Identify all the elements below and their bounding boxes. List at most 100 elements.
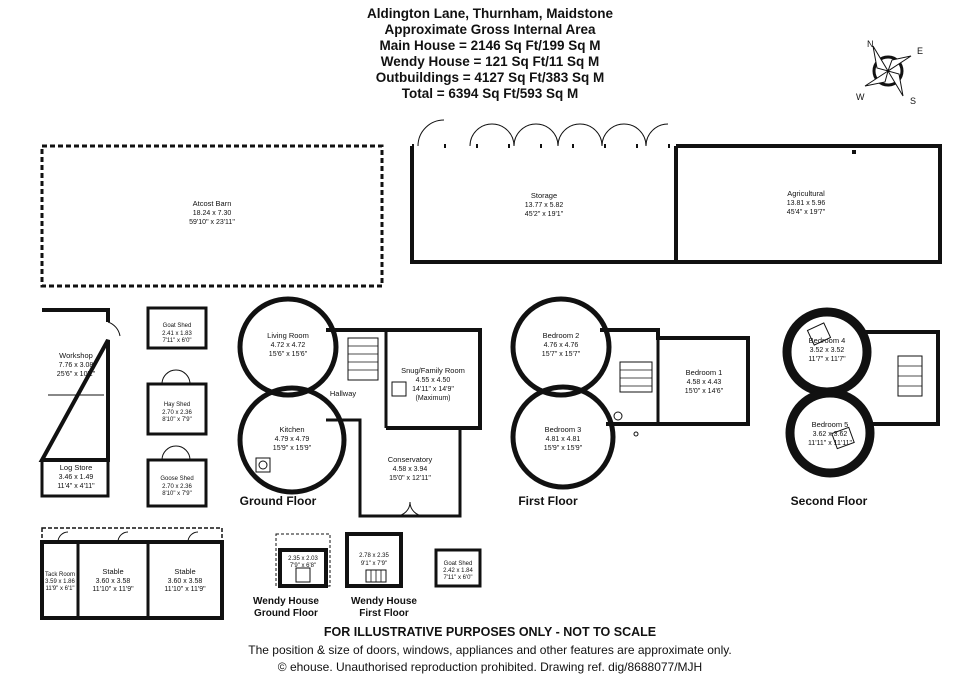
area-title: Approximate Gross Internal Area <box>384 22 596 37</box>
stable-1-name: Stable <box>102 567 123 576</box>
hay-shed: Hay Shed 2.70 x 2.36 8'10" x 7'9" <box>146 369 208 436</box>
goose-shed-name: Goose Shed <box>160 476 193 482</box>
wendy-ground-label-1: Wendy House <box>253 596 319 607</box>
stable-1-metric: 3.60 x 3.58 <box>96 578 131 585</box>
bedroom-1-metric: 4.58 x 4.43 <box>687 379 722 386</box>
wendy-house-area: Wendy House = 121 Sq Ft/11 Sq M <box>380 54 600 69</box>
bedroom-5-metric: 3.62 x 3.62 <box>813 431 848 438</box>
agricultural: Agricultural 13.81 x 5.96 45'4" x 19'7" <box>676 144 942 264</box>
kitchen-imperial: 15'9" x 15'9" <box>273 445 312 452</box>
tack-room-name: Tack Room <box>45 572 75 578</box>
log-store-imperial: 11'4" x 4'11" <box>57 483 95 490</box>
bedroom-4-name: Bedroom 4 <box>809 336 846 345</box>
total-area: Total = 6394 Sq Ft/593 Sq M <box>401 86 579 101</box>
bedroom-1-name: Bedroom 1 <box>686 368 723 377</box>
wendy-ground-label-2: Ground Floor <box>254 608 318 619</box>
ground-floor: Living Room 4.72 x 4.72 15'6" x 15'6" Ki… <box>237 296 482 518</box>
bedroom-3-imperial: 15'9" x 15'9" <box>544 445 583 452</box>
bedroom-4-imperial: 11'7" x 11'7" <box>808 356 846 363</box>
compass-e: E <box>917 46 923 56</box>
hay-shed-name: Hay Shed <box>164 402 190 408</box>
kitchen-metric: 4.79 x 4.79 <box>275 436 310 443</box>
log-store-name: Log Store <box>60 463 93 472</box>
storage: Storage 13.77 x 5.82 45'2" x 19'1" <box>410 119 678 264</box>
ground-floor-label: Ground Floor <box>240 494 317 508</box>
workshop-metric: 7.76 x 3.08 <box>59 362 94 369</box>
log-store-metric: 3.46 x 1.49 <box>59 474 94 481</box>
atcost-barn: Atcost Barn 18.24 x 7.30 59'10" x 23'11" <box>40 144 384 288</box>
wendy-first-label-2: First Floor <box>359 608 409 619</box>
compass-n: N <box>867 39 874 49</box>
hallway-name: Hallway <box>330 389 357 398</box>
goose-shed-imperial: 8'10" x 7'9" <box>162 491 192 497</box>
goat-shed-2-metric: 2.42 x 1.84 <box>443 568 473 574</box>
main-house-area: Main House = 2146 Sq Ft/199 Sq M <box>379 38 601 53</box>
atcost-barn-imperial: 59'10" x 23'11" <box>189 219 235 226</box>
hay-shed-imperial: 8'10" x 7'9" <box>162 417 192 423</box>
bedroom-2-name: Bedroom 2 <box>543 331 580 340</box>
goat-shed-1: Goat Shed 2.41 x 1.83 7'11" x 6'0" <box>146 306 208 350</box>
bedroom-5-imperial: 11'11" x 11'11" <box>808 440 853 447</box>
tack-room-metric: 3.59 x 1.86 <box>45 579 75 585</box>
disclaimer-text: FOR ILLUSTRATIVE PURPOSES ONLY - NOT TO … <box>323 625 657 639</box>
conservatory-imperial: 15'0" x 12'11" <box>389 475 431 482</box>
compass-s: S <box>910 96 916 106</box>
approximate-text: The position & size of doors, windows, a… <box>248 643 732 657</box>
wendy-ground-imperial: 7'9" x 6'8" <box>290 563 316 569</box>
stable-1-imperial: 11'10" x 11'9" <box>92 586 134 593</box>
atcost-barn-metric: 18.24 x 7.30 <box>193 210 232 217</box>
hay-shed-metric: 2.70 x 2.36 <box>162 410 192 416</box>
snug-note: (Maximum) <box>416 395 451 402</box>
address-title: Aldington Lane, Thurnham, Maidstone <box>367 6 613 21</box>
agricultural-metric: 13.81 x 5.96 <box>787 200 826 207</box>
conservatory-name: Conservatory <box>388 455 433 464</box>
bedroom-2-metric: 4.76 x 4.76 <box>544 342 579 349</box>
workshop-name: Workshop <box>59 351 93 360</box>
goat-shed-2: Goat Shed 2.42 x 1.84 7'11" x 6'0" <box>434 548 482 588</box>
agricultural-name: Agricultural <box>787 189 825 198</box>
bedroom-4-metric: 3.52 x 3.52 <box>810 347 845 354</box>
compass-icon: N E S W <box>856 39 923 106</box>
stables-row: Tack Room 3.59 x 1.86 11'9" x 6'1" Stabl… <box>40 527 224 620</box>
wendy-first-label-1: Wendy House <box>351 596 417 607</box>
goose-shed: Goose Shed 2.70 x 2.36 8'10" x 7'9" <box>146 445 208 508</box>
wendy-first-imperial: 9'1" x 7'9" <box>361 561 387 567</box>
snug-name: Snug/Family Room <box>401 366 465 375</box>
atcost-barn-name: Atcost Barn <box>193 199 232 208</box>
storage-imperial: 45'2" x 19'1" <box>525 211 564 218</box>
goat-shed-2-imperial: 7'11" x 6'0" <box>443 575 472 581</box>
living-room-imperial: 15'6" x 15'6" <box>269 351 308 358</box>
copyright-text: © ehouse. Unauthorised reproduction proh… <box>277 660 703 674</box>
bedroom-3-metric: 4.81 x 4.81 <box>546 436 581 443</box>
snug-imperial: 14'11" x 14'9" <box>412 386 454 393</box>
stable-2-imperial: 11'10" x 11'9" <box>164 586 206 593</box>
wendy-ground-metric: 2.35 x 2.03 <box>288 556 318 562</box>
goat-shed-2-name: Goat Shed <box>444 561 473 567</box>
storage-metric: 13.77 x 5.82 <box>525 202 564 209</box>
bedroom-3-name: Bedroom 3 <box>545 425 582 434</box>
bedroom-5-name: Bedroom 5 <box>812 420 849 429</box>
kitchen-name: Kitchen <box>279 425 304 434</box>
goat-shed-1-metric: 2.41 x 1.83 <box>162 331 192 337</box>
workshop: Workshop 7.76 x 3.08 25'6" x 10'1" <box>38 308 121 462</box>
bedroom-2-imperial: 15'7" x 15'7" <box>542 351 581 358</box>
title-block: Aldington Lane, Thurnham, Maidstone Appr… <box>0 6 980 102</box>
compass-w: W <box>856 92 865 102</box>
conservatory-metric: 4.58 x 3.94 <box>393 466 428 473</box>
goat-shed-1-name: Goat Shed <box>163 323 192 329</box>
wendy-house: 2.35 x 2.03 7'9" x 6'8" Wendy House Grou… <box>253 532 417 619</box>
wendy-first-metric: 2.78 x 2.35 <box>359 553 389 559</box>
goose-shed-metric: 2.70 x 2.36 <box>162 484 192 490</box>
goat-shed-1-imperial: 7'11" x 6'0" <box>162 338 191 344</box>
snug-metric: 4.55 x 4.50 <box>416 377 451 384</box>
log-store: Log Store 3.46 x 1.49 11'4" x 4'11" <box>40 458 110 498</box>
living-room-name: Living Room <box>267 331 309 340</box>
bedroom-1-imperial: 15'0" x 14'6" <box>685 388 724 395</box>
tack-room-imperial: 11'9" x 6'1" <box>45 586 74 592</box>
storage-name: Storage <box>531 191 557 200</box>
stable-2-name: Stable <box>174 567 195 576</box>
workshop-imperial: 25'6" x 10'1" <box>57 371 96 378</box>
agricultural-imperial: 45'4" x 19'7" <box>787 209 826 216</box>
living-room-metric: 4.72 x 4.72 <box>271 342 306 349</box>
